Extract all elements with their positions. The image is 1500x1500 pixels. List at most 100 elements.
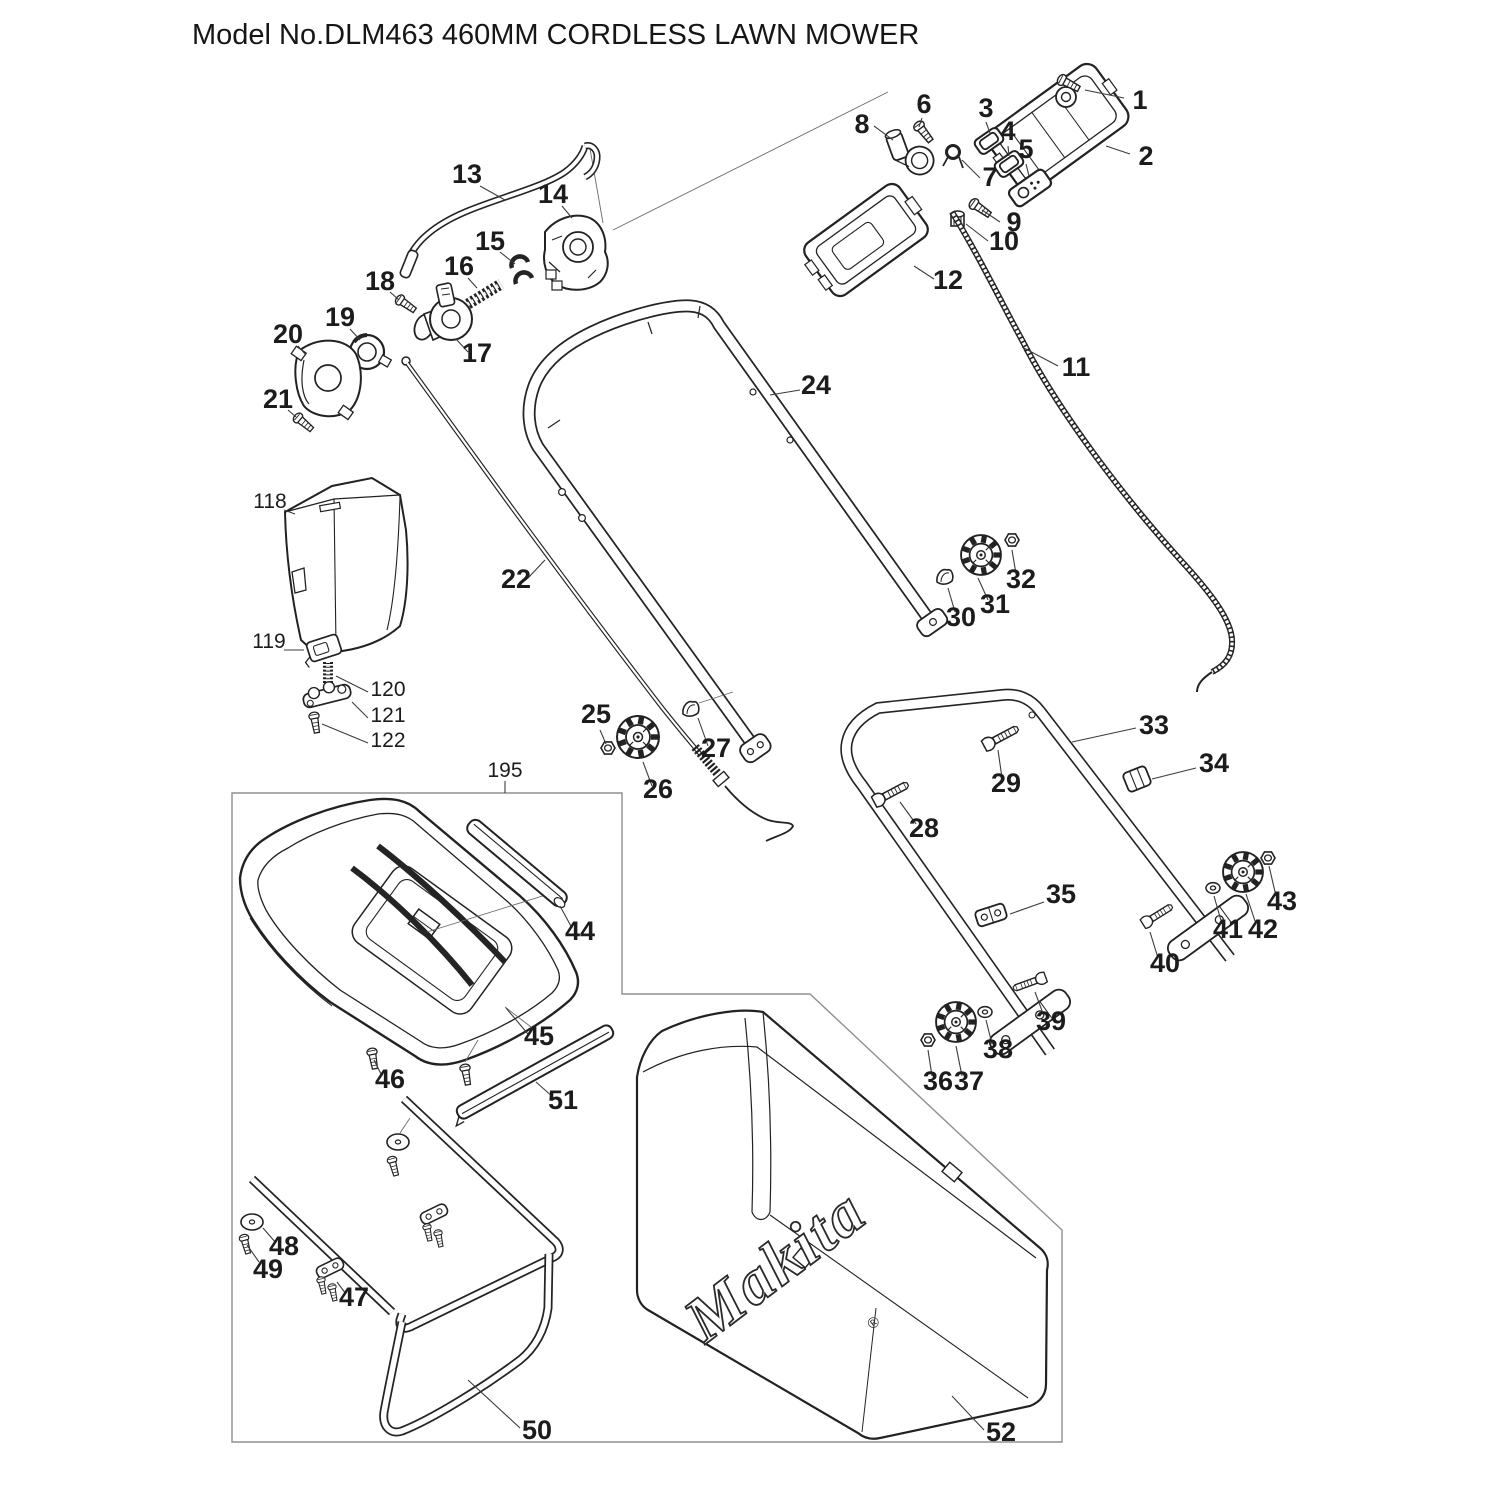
- part-label-2: 2: [1138, 141, 1153, 171]
- part-label-43: 43: [1267, 886, 1297, 916]
- part-label-29: 29: [991, 768, 1021, 798]
- part-label-49: 49: [253, 1254, 283, 1284]
- part-label-30: 30: [946, 602, 976, 632]
- part-8-pivot: [884, 129, 935, 176]
- part-15-clamp: [509, 254, 535, 285]
- part-label-47: 47: [339, 1282, 369, 1312]
- part-label-19: 19: [325, 302, 355, 332]
- part-44-molding: [466, 818, 568, 909]
- part-48-washer-top: [386, 1117, 411, 1151]
- part-label-122: 122: [370, 729, 405, 752]
- part-36-nut: [920, 1033, 936, 1047]
- part-41-washer: [1205, 881, 1221, 895]
- part-label-18: 18: [365, 266, 395, 296]
- part-label-20: 20: [273, 319, 303, 349]
- part-47-clamp-b: [315, 1257, 345, 1303]
- part-label-7: 7: [982, 162, 997, 192]
- part-119-latch: [304, 633, 343, 668]
- part-47-clamp-a: [419, 1203, 449, 1249]
- part-27-cap: [682, 700, 700, 717]
- part-43-nut: [1260, 851, 1276, 865]
- part-30-cap: [936, 568, 954, 585]
- part-label-22: 22: [501, 564, 531, 594]
- part-26-knob: [617, 716, 659, 758]
- part-label-48: 48: [269, 1231, 299, 1261]
- part-label-24: 24: [801, 370, 831, 400]
- part-28-bolt: [870, 777, 912, 809]
- part-label-17: 17: [462, 338, 492, 368]
- part-label-15: 15: [475, 226, 505, 256]
- part-label-45: 45: [524, 1021, 554, 1051]
- part-label-31: 31: [980, 589, 1010, 619]
- part-label-40: 40: [1150, 948, 1180, 978]
- assembly-reference-lines: [588, 91, 889, 231]
- leader-lines: [246, 89, 1277, 1431]
- part-37-knob: [936, 1002, 976, 1042]
- part-11-cable: [949, 210, 1236, 693]
- part-14-switch-housing: [543, 214, 609, 291]
- part-31-knob: [961, 535, 1001, 575]
- part-label-25: 25: [581, 699, 611, 729]
- part-7-spring: [942, 144, 964, 169]
- part-label-14: 14: [538, 179, 568, 209]
- part-label-38: 38: [983, 1034, 1013, 1064]
- part-42-knob: [1223, 852, 1263, 892]
- part-label-6: 6: [916, 89, 931, 119]
- part-label-8: 8: [854, 109, 869, 139]
- part-label-120: 120: [370, 678, 405, 701]
- part-13-bail-handle: [399, 142, 601, 279]
- part-34-sleeve-nut: [1122, 765, 1152, 793]
- part-29-bolt: [980, 721, 1022, 753]
- part-label-27: 27: [701, 733, 731, 763]
- part-17-lever: [413, 282, 473, 342]
- part-52-grass-bag: Makita ®: [635, 1009, 1049, 1440]
- part-label-121: 121: [370, 704, 405, 727]
- part-12-lid: [803, 182, 929, 298]
- part-6-screw: [911, 118, 936, 146]
- part-label-13: 13: [452, 159, 482, 189]
- part-label-35: 35: [1046, 879, 1076, 909]
- part-122-screw: [307, 710, 323, 735]
- part-49-screw-left: [237, 1232, 254, 1256]
- diagram-title: Model No.DLM463 460MM CORDLESS LAWN MOWE…: [192, 19, 919, 51]
- part-50-bag-frame: [248, 1095, 564, 1437]
- part-22-cable: [401, 356, 794, 842]
- part-label-50: 50: [522, 1415, 552, 1445]
- part-48-washer-left: [240, 1213, 264, 1231]
- part-24-upper-handle: [522, 299, 949, 764]
- part-5-key: [1007, 168, 1053, 208]
- part-121-holder: [302, 681, 352, 709]
- part-118-chute: [283, 476, 409, 653]
- part-label-4: 4: [1000, 116, 1015, 146]
- part-20-shroud: [290, 339, 362, 421]
- part-label-26: 26: [643, 774, 673, 804]
- part-25-nut: [600, 741, 616, 755]
- part-32-nut: [1004, 533, 1020, 547]
- part-label-9: 9: [1006, 207, 1021, 237]
- part-40-bolt: [1139, 900, 1176, 930]
- part-label-52: 52: [986, 1417, 1016, 1447]
- part-39-bolt: [1010, 970, 1049, 995]
- part-9-screw: [966, 196, 994, 221]
- part-label-119: 119: [252, 630, 285, 653]
- part-label-16: 16: [444, 251, 474, 281]
- kit-outline-box: [231, 781, 1063, 1443]
- part-label-28: 28: [909, 813, 939, 843]
- part-49-screw-top: [385, 1154, 402, 1178]
- part-45-deck-cover: [238, 797, 580, 1066]
- part-label-46: 46: [375, 1064, 405, 1094]
- part-51-molding: [455, 1024, 615, 1128]
- part-46-screw-b: [458, 1062, 474, 1087]
- part-label-37: 37: [954, 1066, 984, 1096]
- part-label-118: 118: [253, 490, 286, 513]
- part-16-spring: [465, 279, 504, 309]
- part-label-11: 11: [1062, 352, 1091, 382]
- part-33-lower-handle: [840, 688, 1250, 1056]
- part-21-screw: [290, 410, 316, 435]
- part-label-12: 12: [933, 265, 963, 295]
- part-label-32: 32: [1006, 564, 1036, 594]
- part-35-clamp-block: [974, 902, 1008, 928]
- part-label-34: 34: [1199, 748, 1229, 778]
